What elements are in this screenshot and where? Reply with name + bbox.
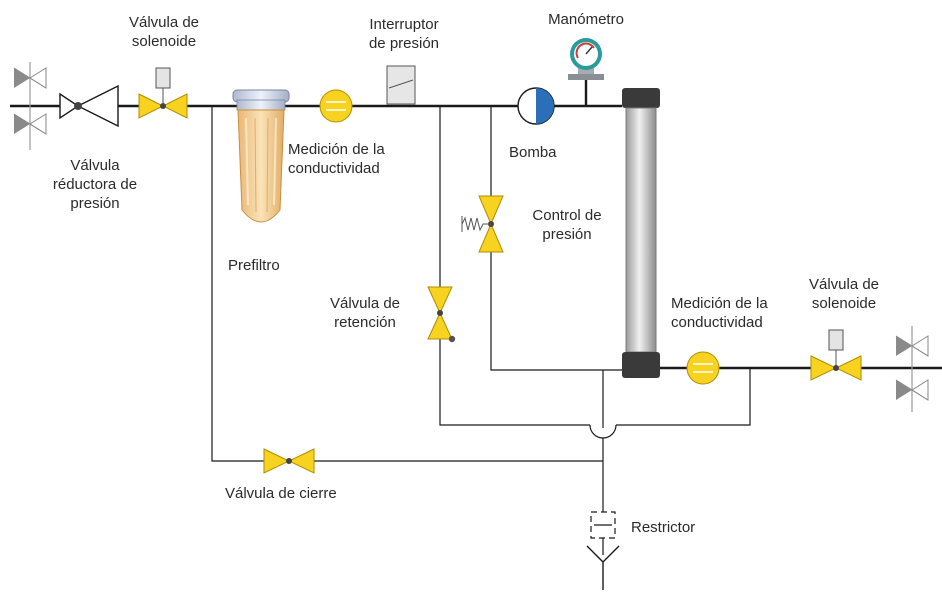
label-line: presión	[70, 195, 120, 212]
label-line: retención	[334, 314, 396, 331]
label-line: Bomba	[509, 144, 557, 161]
pump-label: Bomba	[509, 143, 579, 162]
label-line: réductora de	[52, 176, 138, 193]
pressure-reducing-valve-icon	[59, 84, 119, 128]
restrictor-label: Restrictor	[631, 518, 721, 537]
label-line: presión	[542, 226, 592, 243]
label-line: Control de	[532, 207, 602, 224]
drain-icon	[586, 545, 620, 590]
label-line: solenoide	[811, 295, 877, 312]
conductivity-1-label: Medición de la conductividad	[288, 140, 418, 178]
label-line: conductividad	[671, 314, 763, 331]
conductivity-2-label: Medición de la conductividad	[671, 294, 801, 332]
outlet-solenoid-valve-label: Válvula de solenoide	[792, 275, 896, 313]
prefilter-housing-icon	[232, 89, 290, 223]
label-line: Válvula de	[128, 14, 200, 31]
pipes	[10, 78, 942, 555]
label-line: Medición de la	[288, 141, 385, 158]
label-line: Manómetro	[548, 11, 624, 28]
pressure-reducing-valve-label: Válvula réductora de presión	[38, 156, 152, 213]
check-valve-label: Válvula de retención	[310, 294, 420, 332]
label-line: Válvula de cierre	[225, 485, 337, 502]
label-line: Restrictor	[631, 519, 696, 536]
label-line: Medición de la	[671, 295, 768, 312]
label-line: Válvula	[70, 157, 120, 174]
label-line: Interruptor	[369, 16, 439, 33]
label-line: conductividad	[288, 160, 380, 177]
shutoff-valve-label: Válvula de cierre	[225, 484, 375, 503]
label-line: solenoide	[131, 33, 197, 50]
shutoff-valve-icon	[263, 448, 315, 474]
outlet-grey-valves-icon	[895, 326, 929, 412]
label-line: de presión	[368, 35, 440, 52]
check-valve-icon	[427, 286, 456, 343]
label-line: Válvula de	[329, 295, 401, 312]
bypass-line	[211, 106, 603, 462]
pressure-control-label: Control de presión	[512, 206, 622, 244]
pressure-gauge-icon	[568, 38, 604, 80]
conductivity-meter-2-icon	[686, 351, 720, 385]
membrane-column-icon	[622, 88, 660, 378]
label-line: Válvula de	[808, 276, 880, 293]
pressure-switch-label: Interruptor de presión	[352, 15, 456, 53]
pump-icon	[517, 87, 555, 125]
prefilter-label: Prefiltro	[228, 256, 308, 275]
label-line: Prefiltro	[228, 257, 280, 274]
inlet-grey-valves-icon	[13, 62, 47, 150]
pressure-control-line	[490, 106, 622, 371]
conductivity-meter-1-icon	[319, 89, 353, 123]
inlet-solenoid-valve-icon	[138, 67, 188, 119]
permeate-return-line	[616, 368, 751, 426]
check-valve-line	[439, 106, 590, 426]
inlet-solenoid-valve-label: Válvula de solenoide	[112, 13, 216, 51]
pressure-control-valve-icon	[461, 195, 504, 253]
manometer-label: Manómetro	[528, 10, 644, 29]
outlet-solenoid-valve-icon	[810, 329, 862, 381]
restrictor-icon	[590, 511, 616, 539]
pressure-switch-icon	[386, 65, 416, 105]
